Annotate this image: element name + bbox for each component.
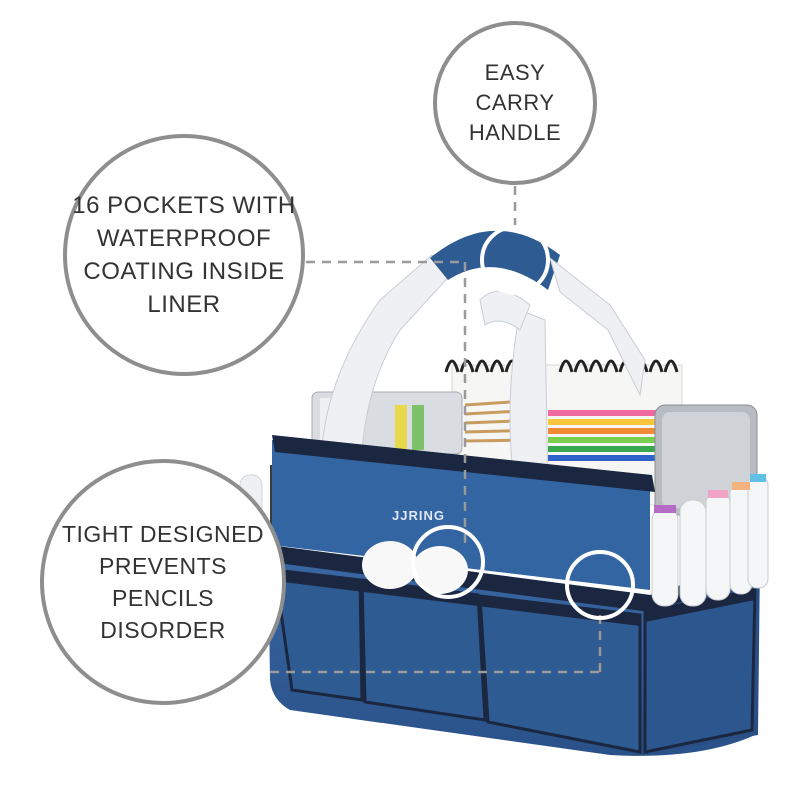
colored-pencils [548, 410, 666, 461]
highlight-circles [411, 225, 635, 620]
scissors-highlight [411, 525, 485, 599]
callout-16-pockets: 16 POCKETS WITH WATERPROOF COATING INSID… [63, 134, 305, 376]
brand-logo: JJRING [392, 508, 445, 523]
handle-highlight [480, 225, 550, 295]
pocket-highlight [565, 550, 635, 620]
dashed-connectors [270, 186, 602, 674]
callout-handle-text: EASY CARRY HANDLE [468, 60, 562, 145]
callout-tight-text: TIGHT DESIGNED PREVENTS PENCILS DISORDER [61, 521, 265, 643]
callout-pockets-text: 16 POCKETS WITH WATERPROOF COATING INSID… [72, 192, 296, 318]
callout-tight-designed: TIGHT DESIGNED PREVENTS PENCILS DISORDER [40, 459, 286, 705]
bag-body: JJRING [268, 435, 769, 756]
markers [651, 474, 769, 607]
callout-easy-carry-handle: EASY CARRY HANDLE [433, 21, 597, 185]
